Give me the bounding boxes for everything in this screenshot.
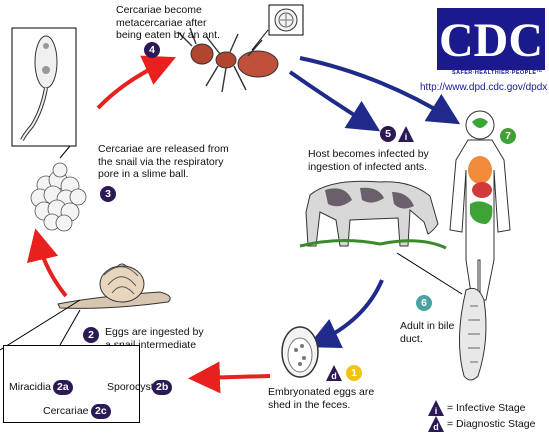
step-4-badge: 4 [144, 42, 160, 58]
snail-illustration [57, 263, 171, 309]
diagnostic-stage-icon: d [326, 365, 342, 381]
cercaria-pointer [59, 145, 71, 159]
step-4-text: Cercariae become metacercariae after bei… [116, 4, 220, 41]
arrow-snail-to-slimeball [26, 228, 68, 298]
step-3-text: Cercariae are released from the snail vi… [98, 143, 229, 180]
arrow-ant-to-human [299, 56, 461, 125]
step-2b-badge: 2b [152, 380, 173, 395]
miracidia-label: Miracidia [9, 381, 52, 393]
svg-text:i: i [435, 406, 438, 416]
step-7-badge: 7 [500, 128, 516, 144]
step-5-text: Host becomes infected by ingestion of in… [308, 148, 429, 173]
arrow-ant-to-host [288, 70, 381, 132]
legend-infective-icon: i [428, 400, 444, 416]
infective-stage-icon: i [398, 126, 414, 142]
step-3-badge: 3 [100, 186, 116, 202]
cdc-logo-text: CDC [439, 14, 543, 67]
bracket-line-right [59, 309, 81, 346]
cdc-logo: CDC [437, 8, 545, 70]
human-illustration [449, 110, 511, 301]
cow-illustration [299, 180, 447, 250]
step-2a-badge: 2a [53, 380, 73, 395]
bracket-line-left [0, 299, 81, 351]
step-5-badge: 5 [380, 126, 396, 142]
ant-illustration [177, 27, 279, 93]
slime-ball-illustration [30, 162, 87, 232]
arrow-eggs-to-snail [188, 361, 271, 394]
cdc-tagline: SAFER·HEALTHIER·PEOPLE™ [452, 70, 543, 76]
svg-text:d: d [331, 371, 337, 381]
adult-fluke-illustration [459, 287, 487, 381]
adult-pointer [396, 252, 463, 295]
svg-text:d: d [433, 422, 439, 432]
step-1-text: Embryonated eggs are shed in the feces. [268, 386, 375, 411]
step-1-badge: 1 [346, 365, 362, 381]
step-6-badge: 6 [416, 295, 432, 311]
metacercaria-pointer [251, 29, 269, 51]
sporocysts-label: Sporocysts [107, 381, 159, 393]
arrow-slimeball-to-ant [96, 55, 176, 110]
cdc-url-link[interactable]: http://www.dpd.cdc.gov/dpdx [420, 82, 548, 93]
cercariae-label: Cercariae [43, 405, 89, 417]
arrow-adult-to-eggs [307, 279, 384, 349]
snail-stages-box [3, 345, 140, 423]
svg-text:i: i [405, 132, 408, 142]
step-2c-badge: 2c [91, 404, 111, 419]
egg-illustration [281, 326, 319, 378]
legend-diagnostic-icon: d [428, 416, 444, 432]
step-2-badge: 2 [83, 327, 99, 343]
legend-diagnostic-label: = Diagnostic Stage [447, 418, 536, 430]
cercaria-illustration [11, 27, 77, 147]
legend-infective-label: = Infective Stage [447, 402, 526, 414]
step-6-text: Adult in bile duct. [400, 320, 455, 345]
metacercaria-inset [268, 4, 304, 36]
